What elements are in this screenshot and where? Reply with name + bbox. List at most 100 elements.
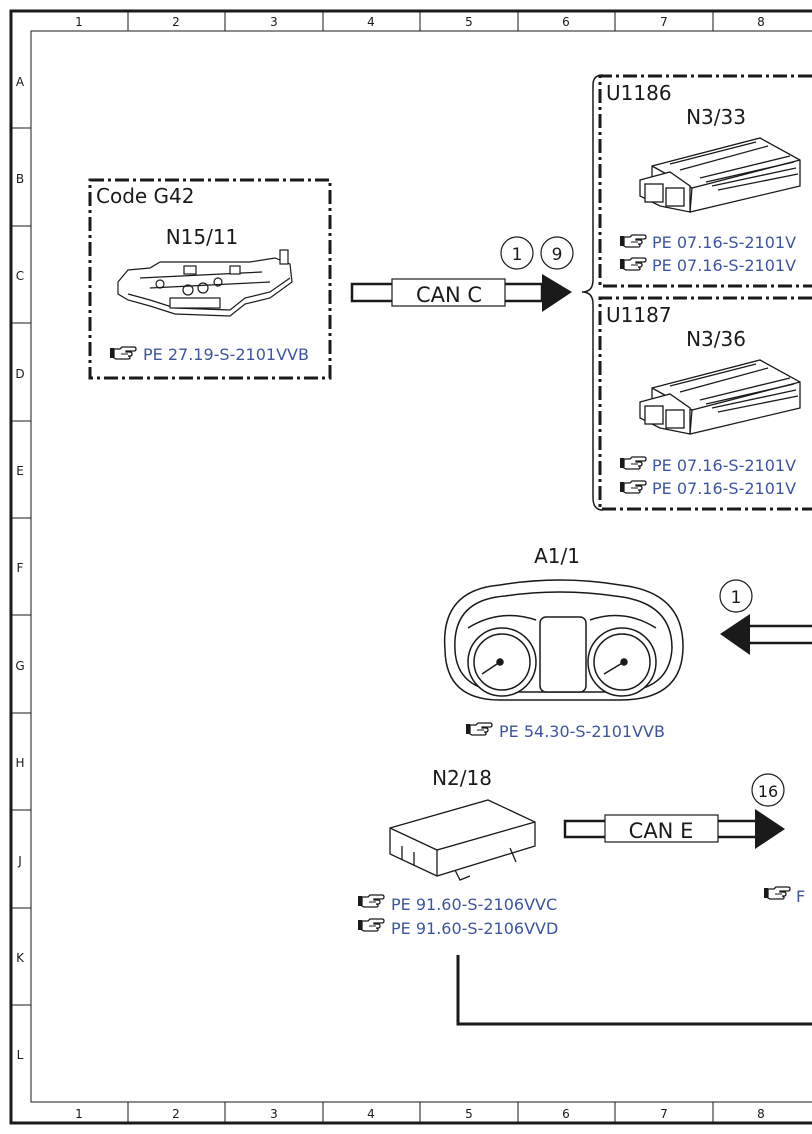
option-frame <box>598 74 812 288</box>
marker-number: 9 <box>552 245 563 265</box>
arrow-head <box>755 809 785 849</box>
wire <box>456 955 812 1026</box>
col-label: 6 <box>562 15 570 29</box>
row-label: F <box>17 561 24 575</box>
pointing-hand-icon <box>465 722 493 736</box>
instrument-cluster-illustration <box>443 579 684 701</box>
column-labels-bottom: 1 2 3 4 5 6 7 8 <box>75 1107 765 1121</box>
row-labels: A B C D E F G H J K L <box>15 75 25 1062</box>
connection-marker <box>500 236 534 270</box>
optional-code-frame <box>88 178 332 380</box>
reference-text: PE 07.16-S-2101V <box>652 233 796 252</box>
reference-text: PE 07.16-S-2101V <box>652 256 796 275</box>
col-label: 5 <box>465 1107 473 1121</box>
col-label: 3 <box>270 1107 278 1121</box>
col-label: 8 <box>757 1107 765 1121</box>
reference-text: PE 91.60-S-2106VVC <box>391 895 557 914</box>
sheet-inner-frame <box>30 30 812 1103</box>
group-code: U1187 <box>606 303 672 327</box>
marker-number: 1 <box>731 588 742 608</box>
bus-label: CAN C <box>416 283 482 307</box>
reference-link[interactable]: PE 07.16-S-2101V <box>619 479 796 498</box>
bus-label-box <box>391 278 506 307</box>
col-label: 1 <box>75 15 83 29</box>
col-label: 8 <box>757 15 765 29</box>
component-n2-18: N2/18 PE 91.60-S-2106VVC PE 91.60-S-2106… <box>357 766 558 938</box>
reference-link[interactable]: PE 07.16-S-2101V <box>619 233 796 252</box>
column-dividers <box>127 11 714 1123</box>
pointing-hand-icon <box>357 918 385 932</box>
row-label: L <box>17 1048 24 1062</box>
connection-marker <box>751 773 785 807</box>
row-label: B <box>16 172 24 186</box>
component-a1-1: A1/1 PE 54.30-S-2101VVB <box>443 544 684 741</box>
component-name: N15/11 <box>166 225 239 249</box>
pointing-hand-icon <box>619 234 647 248</box>
module-n2-18-illustration <box>389 799 536 881</box>
equipment-code: Code G42 <box>96 184 195 208</box>
a1-input-connection: 1 <box>719 579 812 655</box>
arrow-head <box>720 614 750 655</box>
connection-marker <box>719 579 753 613</box>
row-label: J <box>17 854 22 868</box>
reference-text: PE 07.16-S-2101V <box>652 456 796 475</box>
component-name: A1/1 <box>534 544 580 568</box>
col-label: 4 <box>367 1107 375 1121</box>
bus-label-box <box>604 814 719 843</box>
ecu-n3-33-illustration <box>639 137 801 213</box>
pointing-hand-icon <box>619 480 647 494</box>
reference-link[interactable]: PE 07.16-S-2101V <box>619 456 796 475</box>
col-label: 4 <box>367 15 375 29</box>
arrow-head <box>542 274 572 312</box>
reference-link[interactable]: PE 27.19-S-2101VVB <box>109 345 309 364</box>
group-code: U1186 <box>606 81 672 105</box>
reference-text: PE 27.19-S-2101VVB <box>143 345 309 364</box>
component-name: N2/18 <box>432 766 492 790</box>
row-label: E <box>16 464 24 478</box>
reference-text: PE 91.60-S-2106VVD <box>391 919 558 938</box>
col-label: 7 <box>660 1107 668 1121</box>
row-label: H <box>15 756 24 770</box>
col-label: 7 <box>660 15 668 29</box>
col-label: 2 <box>172 15 180 29</box>
reference-text: PE 07.16-S-2101V <box>652 479 796 498</box>
pointing-hand-icon <box>109 346 137 360</box>
reference-text: F <box>796 887 805 906</box>
component-u1186: U1186 N3/33 PE 07.16-S-2101V PE 07.16-S-… <box>598 74 812 288</box>
reference-link-partial[interactable]: F <box>763 886 805 906</box>
sheet-border <box>9 9 812 1125</box>
row-label: D <box>15 367 24 381</box>
can-e-connection: CAN E 16 <box>563 773 785 849</box>
pointing-hand-icon <box>619 456 647 470</box>
marker-number: 1 <box>512 245 523 265</box>
row-dividers <box>11 127 31 1006</box>
col-label: 2 <box>172 1107 180 1121</box>
pointing-hand-icon <box>619 257 647 271</box>
row-label: C <box>16 269 24 283</box>
marker-number: 16 <box>758 782 778 801</box>
reference-link[interactable]: PE 07.16-S-2101V <box>619 256 796 275</box>
can-c-connection: CAN C 1 9 <box>350 236 574 312</box>
reference-link[interactable]: PE 91.60-S-2106VVD <box>357 918 558 938</box>
reference-text: PE 54.30-S-2101VVB <box>499 722 665 741</box>
pointing-hand-icon <box>763 886 791 900</box>
pointing-hand-icon <box>357 894 385 908</box>
connection-marker <box>540 236 574 270</box>
component-name: N3/33 <box>686 105 746 129</box>
option-frame <box>598 296 812 511</box>
ecu-n3-36-illustration <box>639 359 801 435</box>
col-label: 1 <box>75 1107 83 1121</box>
component-n15-11: Code G42 N15/11 PE 27.19-S-2101VVB <box>88 178 332 380</box>
bus-label: CAN E <box>629 819 694 843</box>
group-bracket <box>581 74 604 511</box>
module-n15-11-illustration <box>117 249 293 317</box>
reference-link[interactable]: PE 91.60-S-2106VVC <box>357 894 557 914</box>
row-label: K <box>16 951 25 965</box>
col-label: 5 <box>465 15 473 29</box>
col-label: 6 <box>562 1107 570 1121</box>
reference-link[interactable]: PE 54.30-S-2101VVB <box>465 722 665 741</box>
column-labels-top: 1 2 3 4 5 6 7 8 <box>75 15 765 29</box>
component-u1187: U1187 N3/36 PE 07.16-S-2101V PE 07.16-S-… <box>598 296 812 511</box>
component-name: N3/36 <box>686 327 746 351</box>
